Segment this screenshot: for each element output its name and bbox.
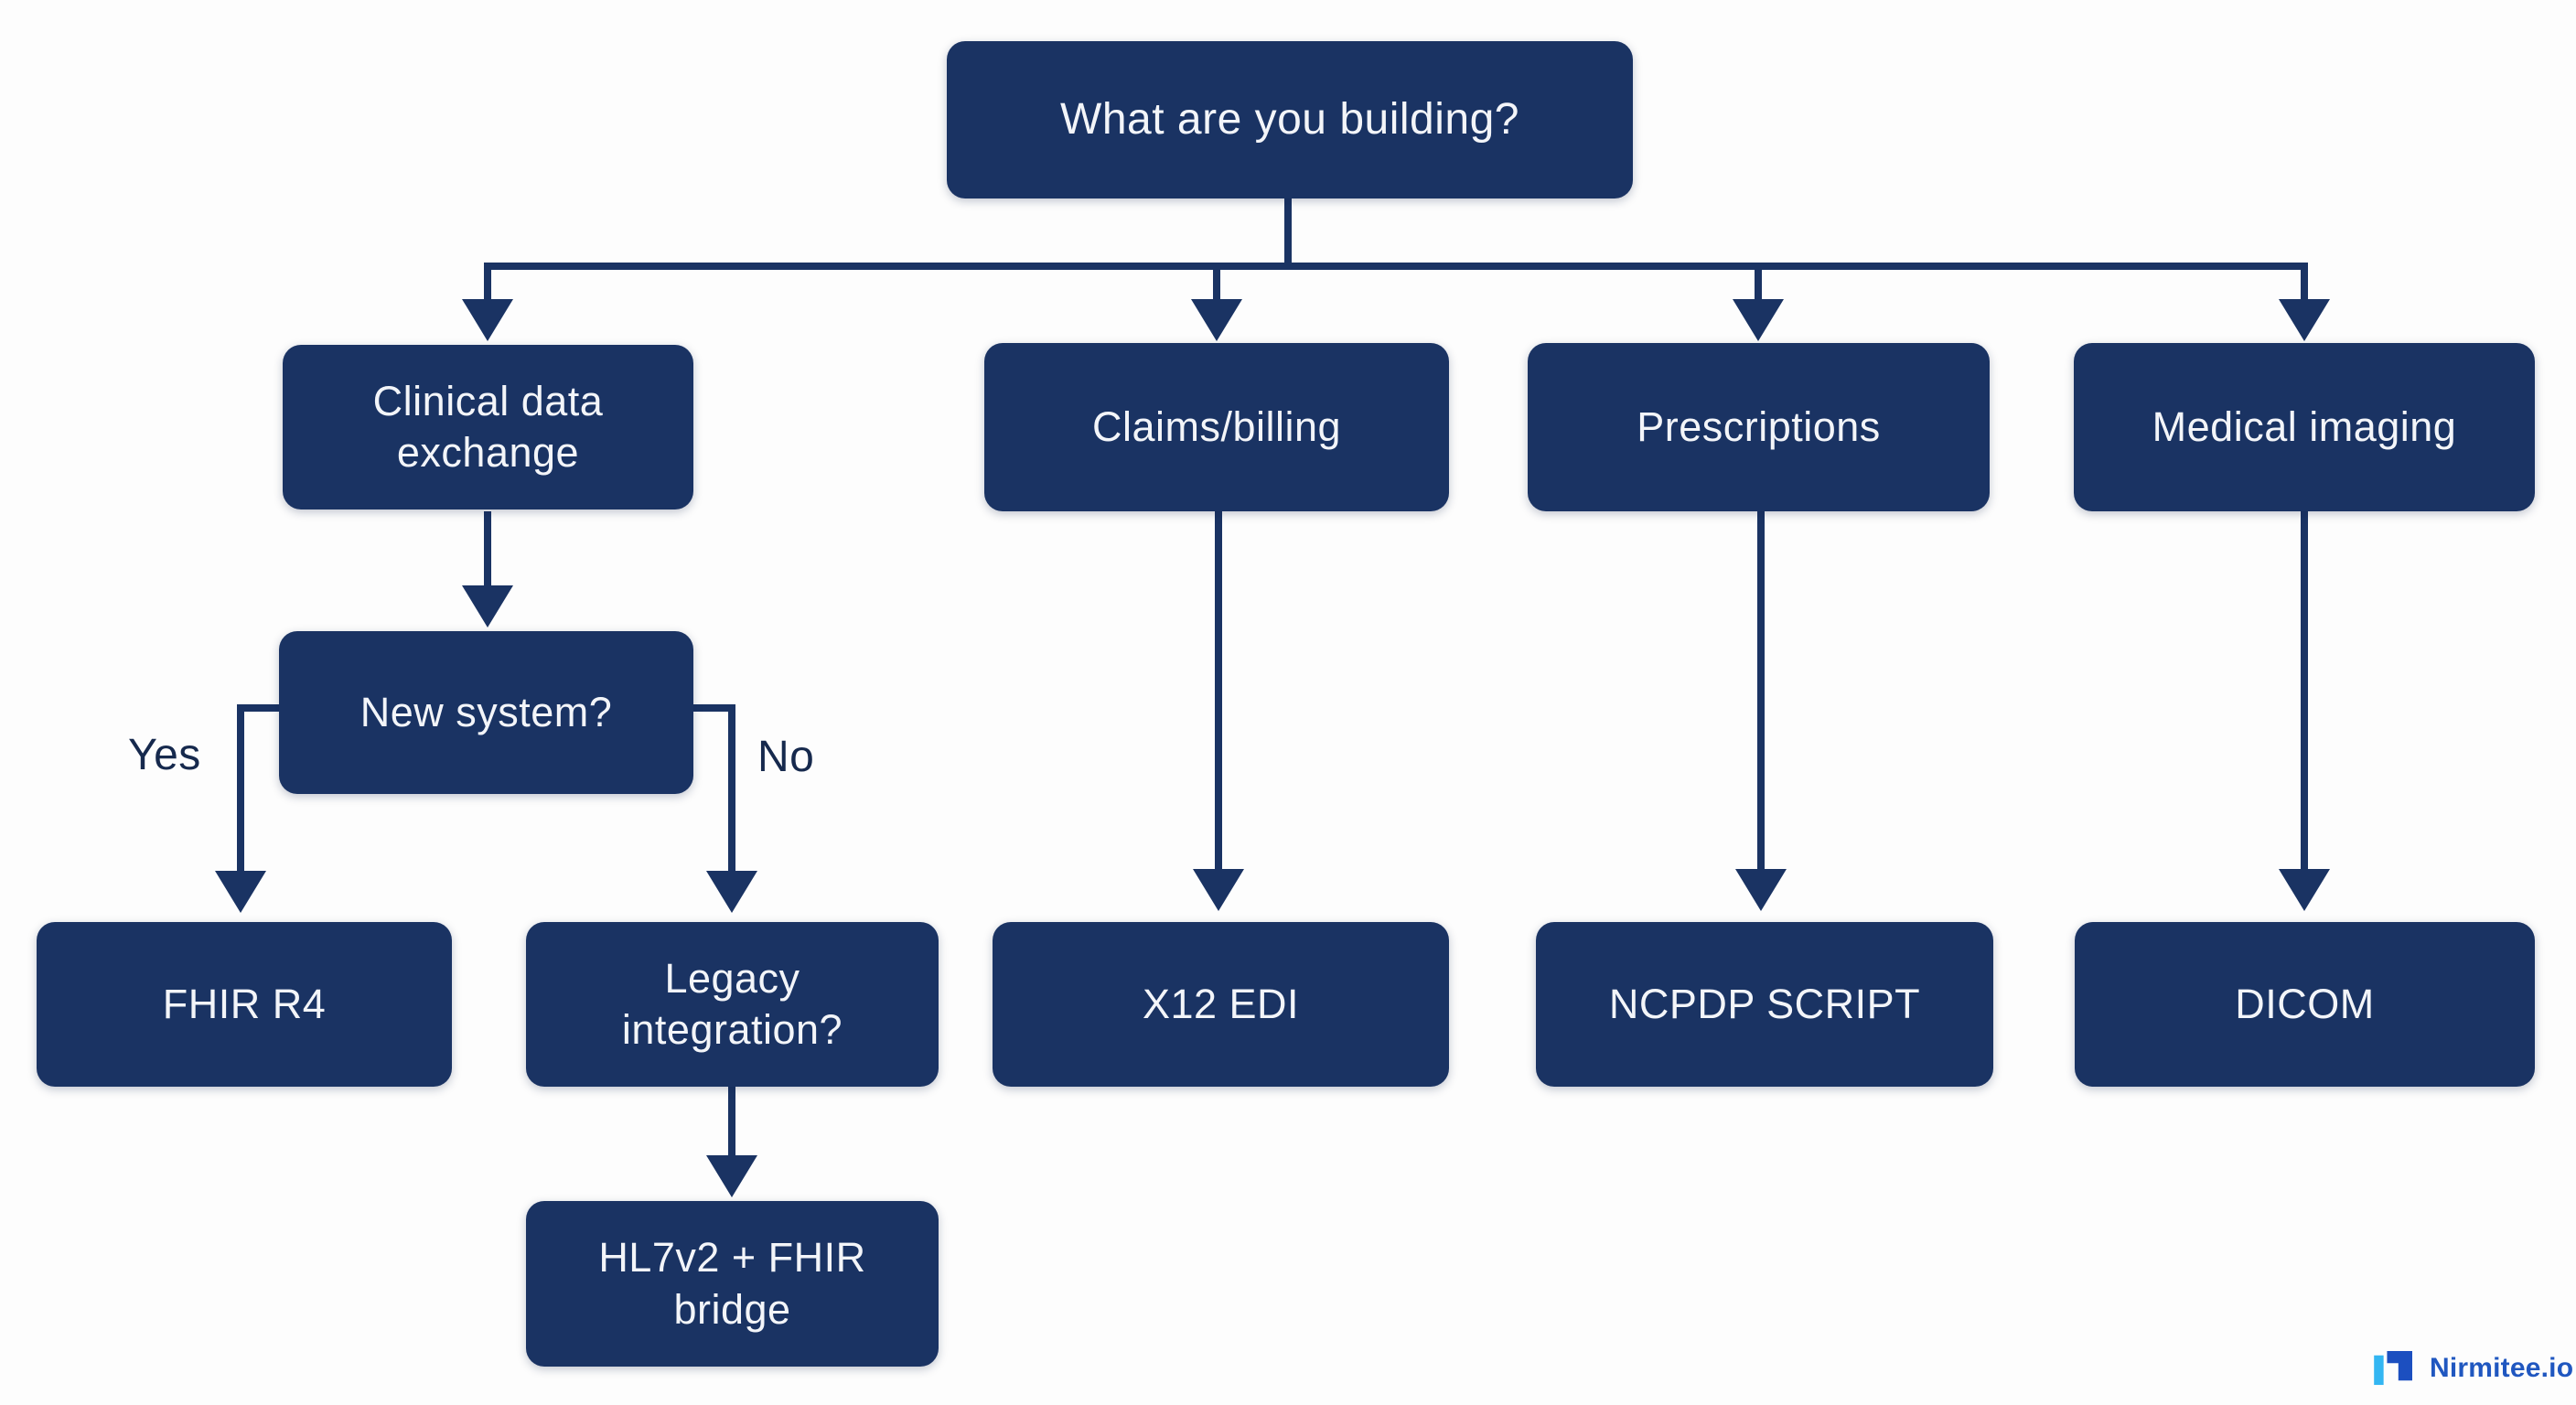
- edge-drop-imaging: [2301, 263, 2308, 301]
- node-new-system: New system?: [279, 631, 693, 794]
- arrowhead-to-bridge: [706, 1155, 757, 1197]
- edge-legacy-to-bridge: [728, 1086, 735, 1161]
- arrowhead-to-imaging: [2279, 299, 2330, 341]
- brand-logo: Nirmitee.io: [2373, 1350, 2573, 1387]
- edge-yes-horizontal: [237, 704, 283, 712]
- node-legacy-integration: Legacy integration?: [526, 922, 939, 1087]
- arrowhead-to-claims: [1191, 299, 1242, 341]
- arrowhead-to-legacy: [706, 871, 757, 913]
- node-ncpdp-script: NCPDP SCRIPT: [1536, 922, 1993, 1087]
- edge-drop-clinical: [484, 263, 491, 301]
- node-x12-edi: X12 EDI: [993, 922, 1449, 1087]
- edge-label-no: No: [757, 733, 815, 781]
- node-clinical-data-exchange: Clinical data exchange: [283, 345, 693, 509]
- node-what-are-you-building: What are you building?: [947, 41, 1633, 198]
- edge-prescriptions-to-ncpdp: [1757, 511, 1765, 873]
- edge-clinical-to-newsystem: [484, 511, 491, 589]
- arrowhead-to-ncpdp: [1735, 869, 1787, 911]
- node-dicom: DICOM: [2075, 922, 2535, 1087]
- edge-claims-to-x12: [1215, 511, 1222, 873]
- arrowhead-to-fhir: [215, 871, 266, 913]
- edge-imaging-to-dicom: [2301, 511, 2308, 873]
- brand-name: Nirmitee.io: [2430, 1353, 2574, 1383]
- edge-main-horizontal: [484, 263, 2308, 270]
- edge-drop-prescriptions: [1755, 263, 1762, 301]
- arrowhead-to-clinical: [462, 299, 513, 341]
- arrowhead-to-dicom: [2279, 869, 2330, 911]
- node-prescriptions: Prescriptions: [1528, 343, 1990, 511]
- edge-label-yes: Yes: [128, 731, 201, 779]
- nirmitee-logo-icon: [2374, 1351, 2412, 1386]
- edge-no-horizontal: [693, 704, 735, 712]
- node-claims-billing: Claims/billing: [984, 343, 1449, 511]
- edge-drop-claims: [1213, 263, 1220, 301]
- edge-yes-vertical: [237, 704, 244, 874]
- arrowhead-to-newsystem: [462, 585, 513, 627]
- arrowhead-to-x12: [1193, 869, 1244, 911]
- edge-root-stub: [1284, 198, 1292, 270]
- edge-no-vertical: [728, 704, 735, 874]
- node-medical-imaging: Medical imaging: [2074, 343, 2535, 511]
- node-hl7v2-fhir-bridge: HL7v2 + FHIR bridge: [526, 1201, 939, 1367]
- arrowhead-to-prescriptions: [1733, 299, 1784, 341]
- node-fhir-r4: FHIR R4: [37, 922, 452, 1087]
